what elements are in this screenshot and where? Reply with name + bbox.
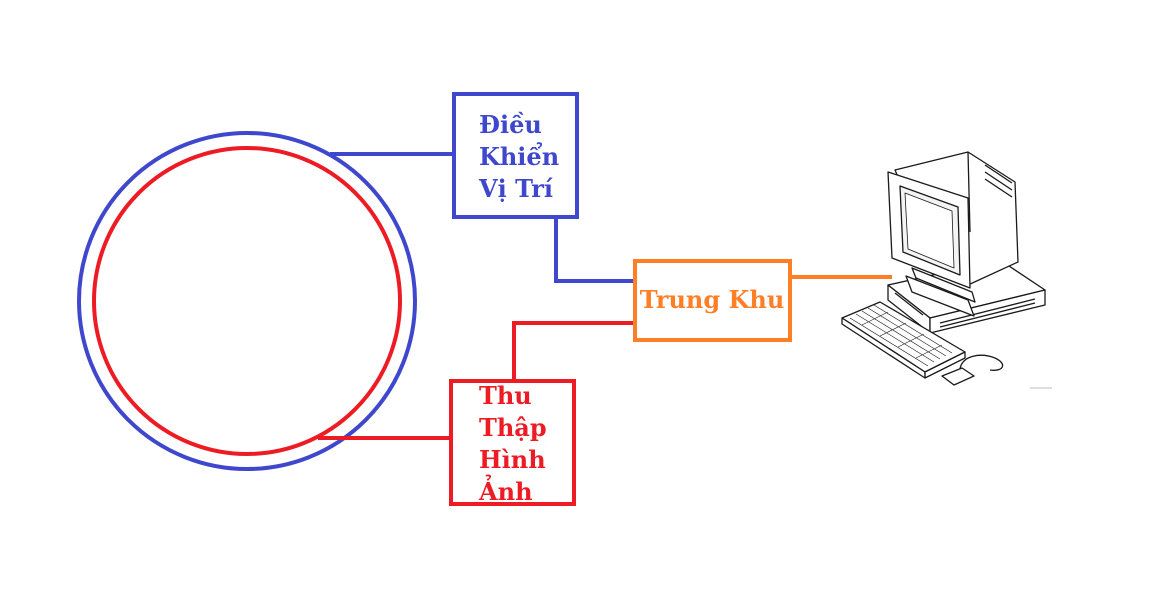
connector-central-to-image-capture xyxy=(512,321,635,381)
position-control-label: Điều Khiển Vị Trí xyxy=(478,110,568,203)
desktop-computer-icon xyxy=(841,151,1052,389)
central-box: Trung Khu xyxy=(633,259,792,342)
image-capture-box: Thu Thập Hình Ảnh xyxy=(449,379,576,506)
image-capture-label: Thu Thập Hình Ảnh xyxy=(478,381,555,506)
outer-blue-ring xyxy=(77,131,417,471)
central-label: Trung Khu xyxy=(640,285,785,314)
position-control-box: Điều Khiển Vị Trí xyxy=(452,92,579,219)
inner-red-ring xyxy=(92,146,402,456)
connector-position-control-to-central xyxy=(554,217,635,283)
